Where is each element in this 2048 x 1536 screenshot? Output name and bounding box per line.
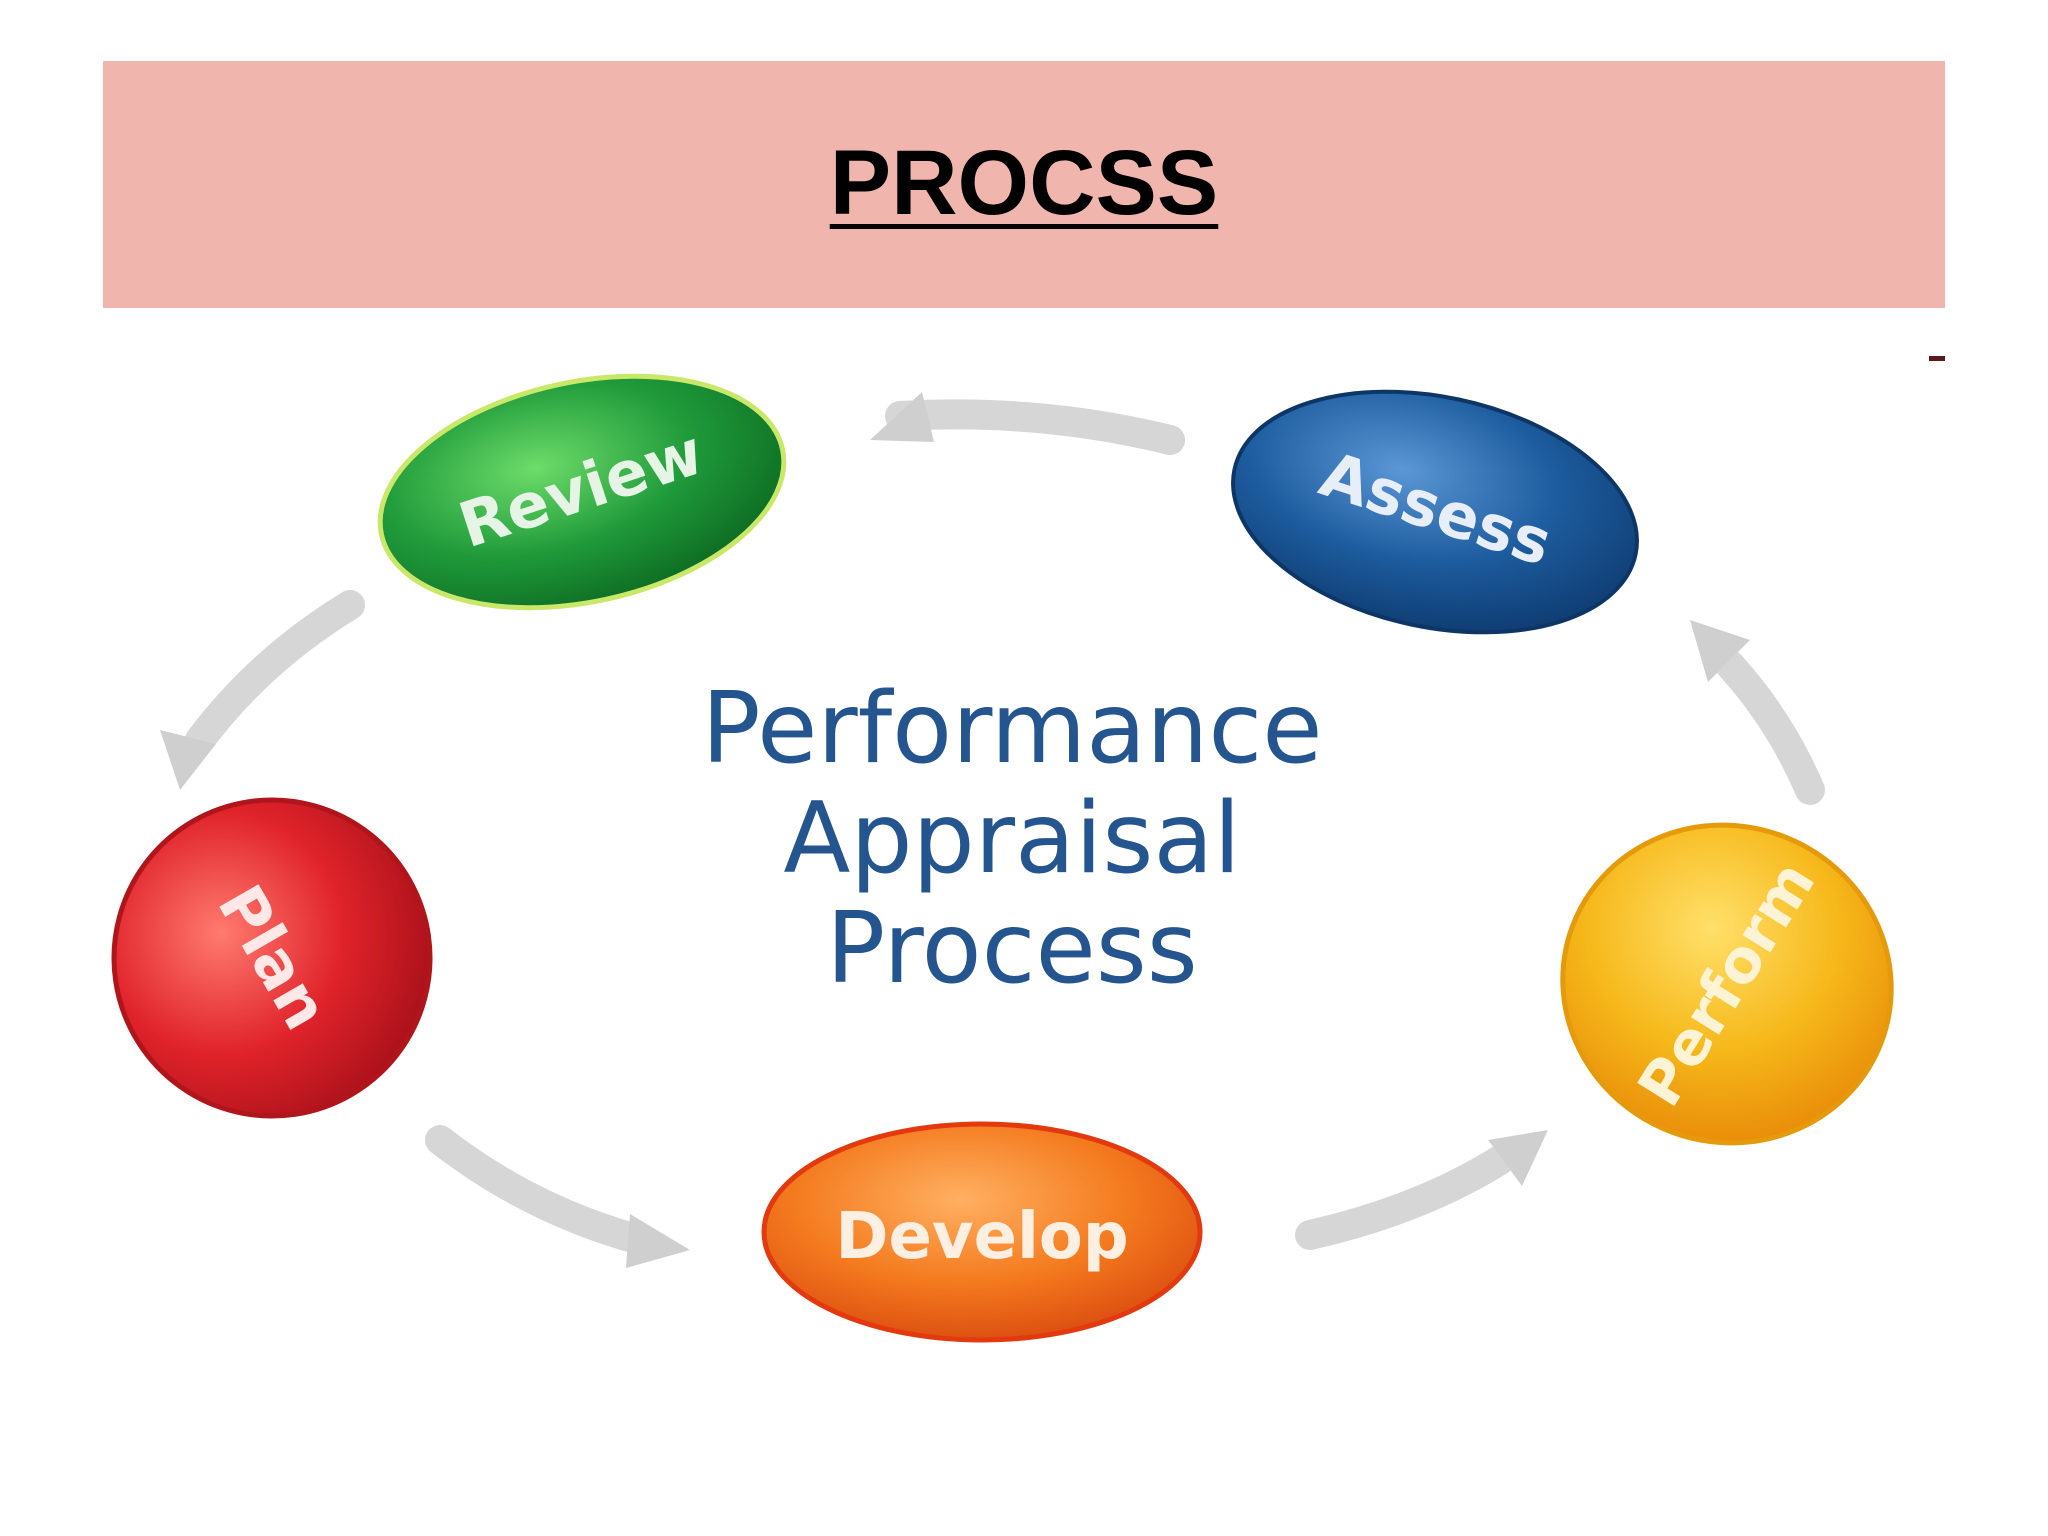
center-title: Performance Appraisal Process <box>701 672 1322 1006</box>
arrow-review-to-plan <box>160 590 365 790</box>
arrow-perform-to-assess <box>1690 620 1825 805</box>
slide-title: PROCSS <box>829 132 1219 234</box>
step-plan: Plan <box>111 797 433 1119</box>
arrow-plan-to-develop <box>425 1125 690 1268</box>
title-banner <box>103 61 1945 308</box>
step-develop-label: Develop <box>835 1200 1128 1274</box>
step-develop: Develop <box>761 1121 1203 1343</box>
corner-dash-mark <box>1929 356 1945 361</box>
step-review: Review <box>377 373 787 611</box>
center-title-line-3: Process <box>826 892 1198 1006</box>
center-title-line-2: Appraisal <box>783 782 1240 896</box>
step-perform: Perform <box>1560 822 1894 1146</box>
step-assess: Assess <box>1231 389 1639 635</box>
arrow-develop-to-perform <box>1295 1130 1548 1250</box>
arrow-assess-to-review <box>870 392 1185 455</box>
center-title-line-1: Performance <box>701 672 1322 786</box>
